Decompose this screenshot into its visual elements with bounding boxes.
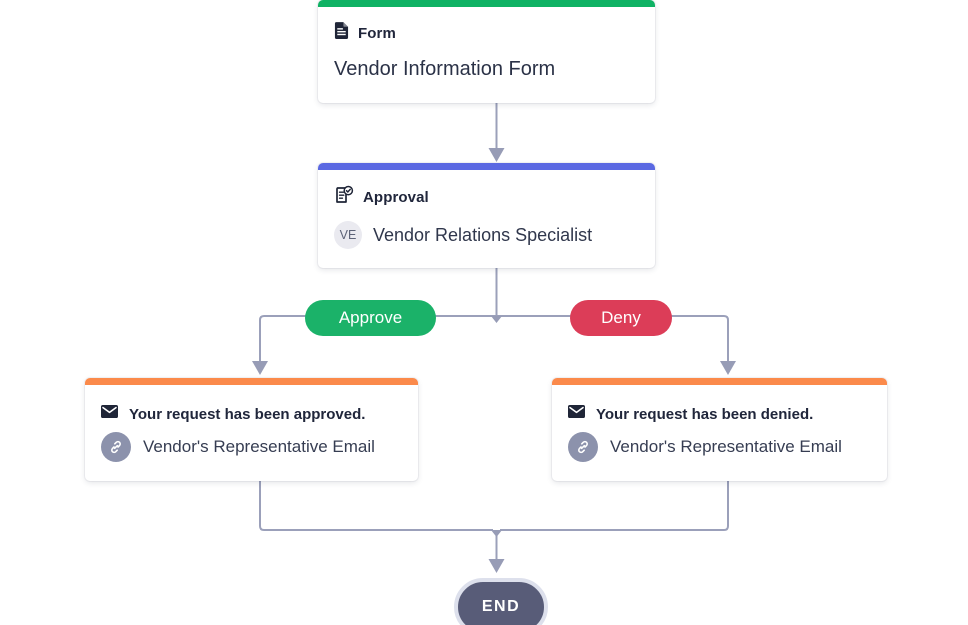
denied-email-accent-bar xyxy=(552,378,887,385)
approve-branch-pill[interactable]: Approve xyxy=(305,300,436,336)
link-icon xyxy=(101,432,131,462)
approved-email-recipient: Vendor's Representative Email xyxy=(143,437,375,456)
envelope-icon xyxy=(568,405,585,423)
form-node-type-label: Form xyxy=(358,24,396,42)
connector-denied-to-merge xyxy=(500,481,729,531)
approval-check-icon xyxy=(334,185,354,210)
form-node-card[interactable]: Form Vendor Information Form xyxy=(318,0,655,103)
approval-node-card[interactable]: Approval VE Vendor Relations Specialist xyxy=(318,163,655,268)
link-icon xyxy=(568,432,598,462)
denied-email-node-card[interactable]: Your request has been denied. Vendor's R… xyxy=(552,378,887,481)
merge-junction-flare xyxy=(491,530,502,537)
approved-email-node-card[interactable]: Your request has been approved. Vendor's… xyxy=(85,378,418,481)
deny-branch-pill[interactable]: Deny xyxy=(570,300,672,336)
assignee-avatar: VE xyxy=(334,221,362,249)
arrowhead-to-approved-email xyxy=(252,361,268,375)
end-node[interactable]: END xyxy=(454,578,548,625)
approved-email-subject: Your request has been approved. xyxy=(129,405,366,423)
denied-email-recipient: Vendor's Representative Email xyxy=(610,437,842,456)
assignee-name: Vendor Relations Specialist xyxy=(373,224,593,245)
envelope-icon xyxy=(101,405,118,423)
connector-branch-deny xyxy=(496,315,729,361)
form-node-title: Vendor Information Form xyxy=(334,58,556,80)
arrowhead-to-denied-email xyxy=(720,361,736,375)
document-icon xyxy=(334,22,349,44)
approved-email-accent-bar xyxy=(85,378,418,385)
form-accent-bar xyxy=(318,0,655,7)
approval-node-type-label: Approval xyxy=(363,189,429,206)
arrowhead-to-approval xyxy=(488,148,505,162)
connector-approved-to-merge xyxy=(259,481,493,531)
denied-email-subject: Your request has been denied. xyxy=(596,405,814,423)
connector-branch-approve xyxy=(259,315,497,361)
approval-accent-bar xyxy=(318,163,655,170)
split-junction-flare xyxy=(491,316,502,323)
arrowhead-to-end xyxy=(488,559,505,573)
